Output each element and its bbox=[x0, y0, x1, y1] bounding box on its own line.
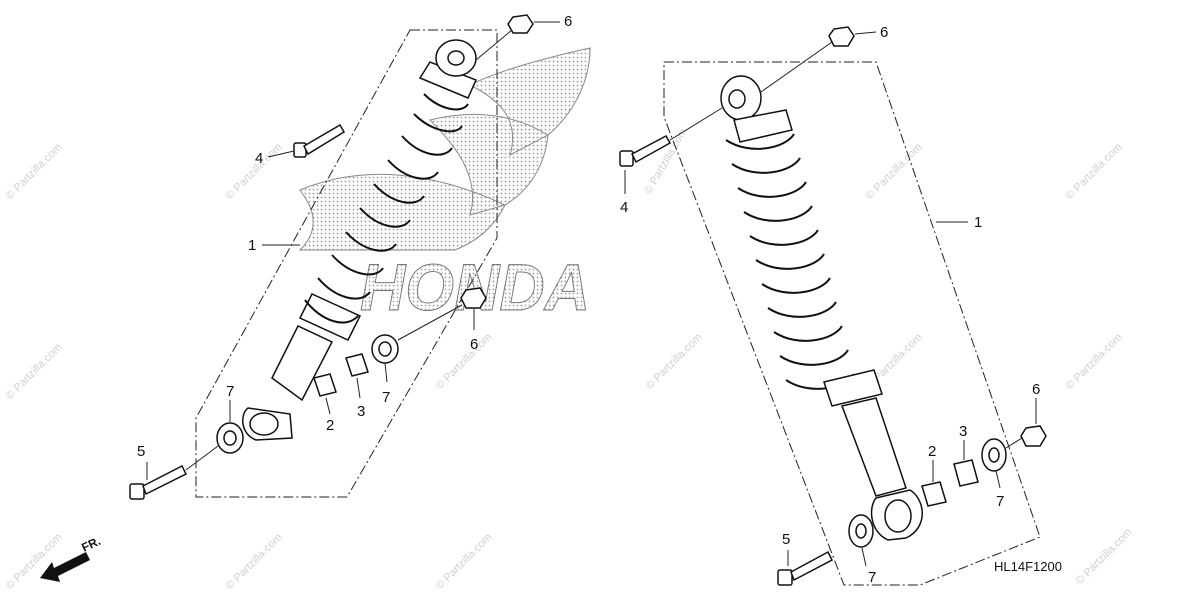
dust-seal-upper-hole bbox=[378, 341, 392, 357]
wing-feather-1 bbox=[468, 47, 591, 156]
bolt-upper bbox=[293, 123, 346, 158]
callout-3: 3 bbox=[357, 403, 365, 420]
bolt-head bbox=[777, 569, 793, 586]
dust-seal-lower-hole bbox=[223, 430, 237, 446]
watermark-text: © Partzilla.com bbox=[224, 531, 285, 592]
dust-seal-lower-hole bbox=[855, 523, 867, 539]
callout-4: 4 bbox=[620, 199, 628, 216]
watermark-text: © Partzilla.com bbox=[4, 341, 65, 402]
damper-body bbox=[840, 397, 907, 497]
leader-line bbox=[861, 547, 867, 567]
callout-6: 6 bbox=[564, 13, 572, 30]
lower-mount-bushing bbox=[884, 499, 912, 533]
leader-line bbox=[475, 29, 513, 61]
callout-3: 3 bbox=[959, 423, 967, 440]
callout-7: 7 bbox=[226, 383, 234, 400]
callout-2: 2 bbox=[928, 443, 936, 460]
bolt-head bbox=[129, 483, 145, 500]
collar-2 bbox=[921, 481, 947, 507]
callout-5: 5 bbox=[782, 531, 790, 548]
callout-7: 7 bbox=[382, 389, 390, 406]
flange-nut-mid bbox=[460, 287, 487, 309]
bolt-lower bbox=[777, 550, 833, 586]
left-shock-assembly: 1 4 5 6 6 7 7 2 3 bbox=[129, 13, 572, 500]
spring-lower-seat bbox=[298, 293, 362, 341]
bolt-head bbox=[619, 150, 634, 167]
collar-3 bbox=[953, 459, 979, 487]
leader-line bbox=[384, 362, 388, 383]
right-shock-assembly: 1 4 5 6 6 7 7 2 3 bbox=[619, 24, 1047, 586]
honda-logo: HONDA bbox=[298, 47, 591, 325]
bolt-lower bbox=[129, 464, 188, 500]
leader-line bbox=[1005, 437, 1023, 449]
watermark-text: © Partzilla.com bbox=[434, 331, 495, 392]
watermark-text: © Partzilla.com bbox=[1064, 141, 1125, 202]
watermark-text: © Partzilla.com bbox=[434, 531, 495, 592]
watermark-text: © Partzilla.com bbox=[1074, 526, 1135, 587]
coil-spring bbox=[304, 93, 469, 324]
callout-6: 6 bbox=[470, 336, 478, 353]
spring-upper-seat bbox=[418, 61, 478, 99]
shock-absorber bbox=[242, 39, 478, 441]
bolt-shank bbox=[790, 550, 833, 582]
callout-1: 1 bbox=[248, 237, 256, 254]
callout-6: 6 bbox=[880, 24, 888, 41]
collar-3 bbox=[345, 353, 369, 377]
front-arrow-icon bbox=[40, 552, 90, 582]
watermark-layer: © Partzilla.com © Partzilla.com © Partzi… bbox=[4, 126, 1135, 592]
spring-upper-seat bbox=[733, 109, 793, 143]
leader-line bbox=[267, 150, 295, 158]
watermark-text: © Partzilla.com bbox=[4, 141, 65, 202]
leader-line bbox=[760, 41, 833, 93]
bolt-shank bbox=[142, 464, 188, 496]
leader-line bbox=[669, 107, 723, 141]
spring-lower-seat bbox=[823, 369, 883, 407]
leader-line bbox=[397, 304, 463, 341]
flange-nut-top bbox=[507, 14, 534, 34]
callout-4: 4 bbox=[255, 150, 263, 167]
watermark-text: © Partzilla.com bbox=[644, 331, 705, 392]
leader-line bbox=[325, 397, 331, 415]
flange-nut-mid bbox=[1020, 425, 1047, 447]
upper-mount-bushing bbox=[728, 89, 746, 109]
dust-seal-upper-hole bbox=[988, 447, 1000, 463]
diagram-code: HL14F1200 bbox=[994, 559, 1062, 574]
assembly-outline bbox=[663, 61, 1041, 586]
leader-line bbox=[854, 31, 877, 35]
leader-line bbox=[185, 445, 219, 471]
bolt-upper bbox=[619, 134, 672, 167]
callout-2: 2 bbox=[326, 417, 334, 434]
bolt-shank bbox=[631, 134, 672, 164]
callout-7: 7 bbox=[868, 569, 876, 586]
front-label: FR. bbox=[79, 534, 102, 555]
flange-nut-top bbox=[828, 26, 855, 47]
bolt-shank bbox=[303, 123, 346, 156]
wing-feather-2 bbox=[429, 113, 549, 216]
callout-6: 6 bbox=[1032, 381, 1040, 398]
wing-feather-3 bbox=[298, 173, 506, 251]
watermark-text: © Partzilla.com bbox=[4, 531, 65, 592]
upper-mount-bushing bbox=[447, 50, 465, 66]
leader-line bbox=[995, 470, 1001, 489]
assembly-outline bbox=[195, 29, 498, 498]
watermark-text: © Partzilla.com bbox=[1064, 331, 1125, 392]
lower-mount-bushing bbox=[249, 412, 279, 436]
watermark-text: © Partzilla.com bbox=[864, 141, 925, 202]
callout-1: 1 bbox=[974, 214, 982, 231]
coil-spring bbox=[725, 133, 855, 390]
callout-5: 5 bbox=[137, 443, 145, 460]
shock-absorber bbox=[720, 75, 923, 541]
honda-wordmark: HONDA bbox=[360, 250, 590, 324]
leader-line bbox=[356, 377, 361, 399]
collar-2 bbox=[313, 373, 337, 397]
callout-7: 7 bbox=[996, 493, 1004, 510]
damper-body bbox=[271, 325, 334, 402]
